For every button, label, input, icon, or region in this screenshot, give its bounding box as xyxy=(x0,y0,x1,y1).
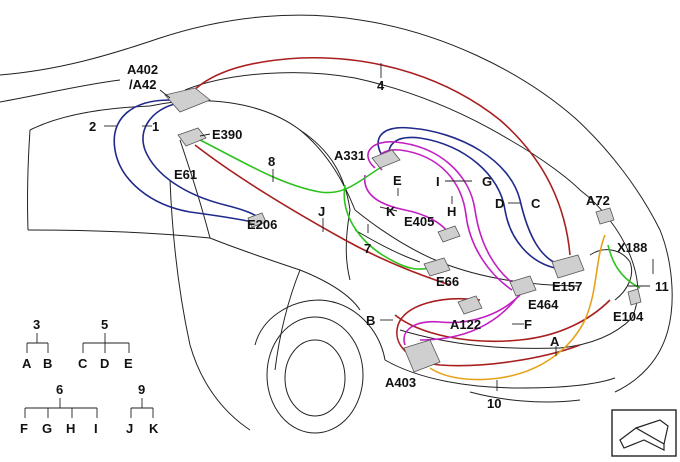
wire-blue-2 xyxy=(113,99,263,225)
wire-green-11 xyxy=(607,244,641,289)
module-e464 xyxy=(509,275,537,297)
wire-magenta-g xyxy=(376,149,513,291)
wire-magenta-k xyxy=(363,174,449,233)
svg-text:C: C xyxy=(78,356,88,371)
module-a122 xyxy=(457,295,483,315)
label-e206: E206 xyxy=(247,217,277,232)
legend-group-3: 3 A B xyxy=(22,317,52,371)
label-k: K xyxy=(386,204,396,219)
label-f: F xyxy=(524,317,532,332)
module-a402 xyxy=(164,87,211,113)
label-x188: X188 xyxy=(617,240,647,255)
svg-text:H: H xyxy=(66,421,75,436)
module-a331 xyxy=(371,149,401,169)
harness-wires xyxy=(113,56,641,381)
label-a403: A403 xyxy=(385,375,416,390)
label-a: A xyxy=(550,334,560,349)
wire-blue-c xyxy=(377,126,561,266)
legend-group-5: 5 C D E xyxy=(78,317,133,371)
label-h: H xyxy=(447,204,456,219)
module-e104 xyxy=(627,288,642,306)
label-1: 1 xyxy=(152,119,159,134)
wire-blue-d xyxy=(388,136,556,269)
label-e104: E104 xyxy=(613,309,644,324)
legend-group-6: 6 F G H I xyxy=(20,382,98,436)
svg-text:G: G xyxy=(42,421,52,436)
svg-text:I: I xyxy=(94,421,98,436)
svg-text:E: E xyxy=(124,356,133,371)
module-e390 xyxy=(177,127,207,147)
wire-magenta-a403 xyxy=(419,299,516,341)
label-e390: E390 xyxy=(212,127,242,142)
svg-text:A: A xyxy=(22,356,32,371)
wire-magenta-f xyxy=(403,294,521,346)
svg-text:K: K xyxy=(149,421,159,436)
svg-text:9: 9 xyxy=(138,382,145,397)
label-8: 8 xyxy=(268,154,275,169)
label-10: 10 xyxy=(487,396,501,411)
wire-blue-1 xyxy=(142,102,263,221)
label-e464: E464 xyxy=(528,297,559,312)
label-a402: A402 xyxy=(127,62,158,77)
svg-text:D: D xyxy=(100,356,109,371)
label-a42: /A42 xyxy=(129,77,156,92)
label-d: D xyxy=(495,196,504,211)
svg-text:F: F xyxy=(20,421,28,436)
label-11: 11 xyxy=(655,279,669,294)
module-e405 xyxy=(437,225,461,243)
legend-group-9: 9 J K xyxy=(126,382,159,436)
module-e66 xyxy=(423,257,451,277)
label-a122: A122 xyxy=(450,317,481,332)
components xyxy=(164,87,642,373)
svg-text:5: 5 xyxy=(101,317,108,332)
wire-red-j xyxy=(194,144,451,286)
svg-text:6: 6 xyxy=(56,382,63,397)
module-e206 xyxy=(247,212,267,228)
label-e: E xyxy=(393,173,402,188)
wire-green-8 xyxy=(199,139,381,194)
label-7: 7 xyxy=(364,241,371,256)
svg-text:J: J xyxy=(126,421,133,436)
label-4: 4 xyxy=(377,78,385,93)
label-2: 2 xyxy=(89,119,96,134)
label-a72: A72 xyxy=(586,193,610,208)
label-e66: E66 xyxy=(436,274,459,289)
wire-red-a xyxy=(394,299,611,343)
leader-lines xyxy=(104,63,654,391)
wire-green-7 xyxy=(343,184,431,270)
label-e61: E61 xyxy=(174,167,197,182)
label-c: C xyxy=(531,196,541,211)
module-a72 xyxy=(595,207,615,225)
label-e405: E405 xyxy=(404,214,434,229)
wire-magenta-i xyxy=(367,141,516,286)
label-e157: E157 xyxy=(552,279,582,294)
svg-text:3: 3 xyxy=(33,317,40,332)
bmw-next-page-icon xyxy=(611,409,677,457)
callout-labels: A402 /A42 4 2 1 E390 8 E61 A331 E I G D … xyxy=(89,62,669,411)
label-a331: A331 xyxy=(334,148,365,163)
wire-red-4 xyxy=(184,56,571,256)
label-i: I xyxy=(436,174,440,189)
label-b: B xyxy=(366,313,375,328)
label-j: J xyxy=(318,204,325,219)
svg-text:B: B xyxy=(43,356,52,371)
label-g: G xyxy=(482,174,492,189)
module-e157 xyxy=(551,254,585,279)
module-a403 xyxy=(403,339,441,373)
